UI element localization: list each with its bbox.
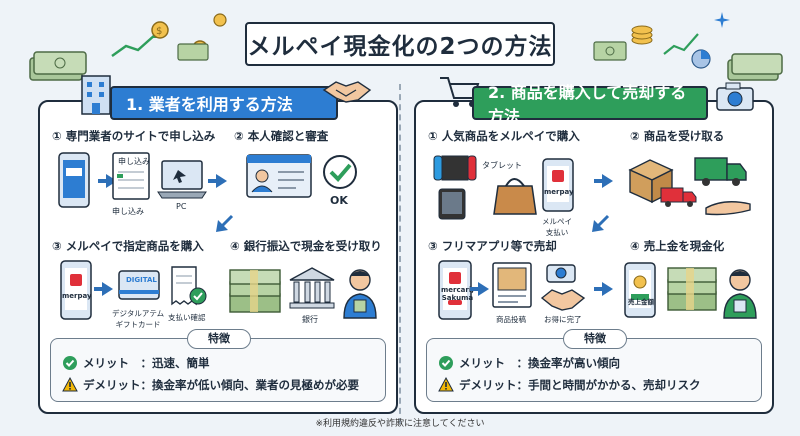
- title-box: メルペイ現金化の2つの方法: [245, 22, 555, 66]
- method2-step4: ④ 売上金を現金化: [630, 239, 725, 253]
- coin-icon: [213, 13, 227, 27]
- hand-receive-icon: [705, 201, 751, 216]
- pc-caption: PC: [176, 202, 187, 211]
- smartphone-pay-icon: [58, 152, 90, 208]
- arrow-icon: [208, 174, 227, 188]
- sparkle-icon: [714, 12, 730, 28]
- handshake-icon: [322, 81, 372, 103]
- ok-check-icon: [323, 155, 357, 189]
- money-bill-icon: [593, 41, 627, 61]
- method2-step3: ③ フリマアプリ等で売却: [428, 239, 557, 253]
- coin-icon: $: [151, 21, 169, 39]
- digital-gift-card-icon: [118, 270, 160, 300]
- merpay-pay-caption: メルペイ 支払い: [542, 217, 572, 237]
- page-title: メルペイ現金化の2つの方法: [247, 34, 553, 60]
- handbag-icon: [493, 178, 537, 215]
- tablet-caption: タブレット: [482, 161, 522, 170]
- down-left-arrow-icon: [216, 214, 234, 232]
- method2-panel: 2. 商品を購入して売却する方法 ① 人気商品をメルペイで購入 ② 商品を受け取…: [414, 77, 774, 414]
- warning-icon: [438, 376, 454, 392]
- features-tag: 特徴: [187, 329, 251, 349]
- bank-icon: [289, 267, 335, 309]
- method2-step1: ① 人気商品をメルペイで購入: [428, 129, 580, 143]
- game-console-icon: [433, 155, 477, 181]
- demerit-text: デメリット：手間と時間がかかる、売却リスク: [459, 378, 701, 392]
- method1-step2: ② 本人確認と審査: [234, 129, 329, 143]
- merit-row: メリット ：換金率が高い傾向: [439, 355, 620, 371]
- digital-label: DIGITAL: [126, 276, 157, 284]
- listing-caption: 商品投稿: [496, 315, 526, 324]
- digital-item-caption: デジタルアテム ギフトカード: [112, 309, 165, 329]
- merit-row: メリット ：迅速、簡単: [63, 355, 210, 371]
- merpay-phone-icon: [542, 158, 574, 212]
- merit-text: メリット ：迅速、簡単: [83, 356, 210, 370]
- coin-stack-icon: [631, 25, 653, 45]
- bank-caption: 銀行: [302, 315, 318, 324]
- pc-icon: [157, 160, 207, 199]
- arrow-icon: [98, 174, 117, 188]
- form-title: 申し込み: [118, 157, 150, 166]
- svg-text:$: $: [156, 26, 162, 37]
- method1-step4: ④ 銀行振込で現金を受け取り: [230, 239, 382, 253]
- method2-header: 2. 商品を購入して売却する方法: [472, 83, 708, 126]
- method1-header: 1. 業者を利用する方法: [110, 86, 338, 120]
- merpay-label: merpay: [62, 292, 92, 300]
- arrow-icon: [470, 282, 489, 296]
- money-bill-icon: [177, 43, 209, 61]
- method2-step2: ② 商品を受け取る: [630, 129, 725, 143]
- camera-icon: [546, 264, 576, 283]
- camera-icon: [716, 82, 754, 111]
- check-circle-icon: [63, 356, 77, 370]
- id-card-icon: [246, 154, 312, 198]
- merpay-label: merpay: [544, 188, 574, 196]
- method1-step3: ③ メルペイで指定商品を購入: [52, 239, 204, 253]
- listing-card-icon: [492, 262, 532, 308]
- ok-label: OK: [330, 194, 348, 207]
- method1-features: 特徴 メリット ：迅速、簡単 デメリット：換金率が低い傾向、業者の見極めが必要: [50, 329, 386, 402]
- sales-phone-icon: [624, 262, 656, 318]
- delivery-truck-icon: [660, 187, 697, 207]
- footnote: ※利用規約違反や詐欺に注意してください: [315, 419, 485, 429]
- features-tag: 特徴: [563, 329, 627, 349]
- sales-caption: 売上金額: [628, 298, 654, 306]
- payment-check-caption: 支払い確認: [168, 313, 206, 322]
- demerit-row: デメリット：手間と時間がかかる、売却リスク: [438, 376, 701, 393]
- complete-caption: お得に完了: [544, 315, 582, 324]
- demerit-text: デメリット：換金率が低い傾向、業者の見極めが必要: [83, 378, 359, 392]
- receipt-check-icon: [171, 266, 207, 306]
- arrow-icon: [594, 282, 613, 296]
- money-stack-icon: [727, 53, 783, 81]
- happy-person-icon: [723, 269, 757, 319]
- cash-stack-icon: [667, 267, 717, 311]
- down-left-arrow-icon: [592, 214, 610, 232]
- arrow-icon: [594, 174, 613, 188]
- warning-icon: [62, 376, 78, 392]
- building-icon: [81, 75, 111, 115]
- center-divider: [399, 84, 401, 424]
- application-form-icon: [112, 152, 150, 200]
- cash-stack-icon: [229, 269, 281, 313]
- tablet-icon: [438, 188, 466, 220]
- graph-up-icon: [663, 33, 699, 55]
- arrow-icon: [94, 282, 113, 296]
- mercari-phone-icon: [438, 260, 472, 320]
- delivery-truck-icon: [694, 157, 747, 186]
- handshake-icon: [540, 289, 586, 311]
- method1-step1: ① 専門業者のサイトで申し込み: [52, 129, 216, 143]
- package-box-icon: [628, 159, 674, 204]
- demerit-row: デメリット：換金率が低い傾向、業者の見極めが必要: [62, 376, 359, 393]
- merpay-phone-icon: [60, 260, 92, 320]
- merit-text: メリット ：換金率が高い傾向: [459, 356, 620, 370]
- pie-chart-icon: [691, 49, 711, 69]
- method1-panel: 1. 業者を利用する方法 ① 専門業者のサイトで申し込み ② 本人確認と審査 申…: [38, 75, 398, 414]
- mercari-label: mercari, Sakuma: [441, 286, 474, 302]
- coin-icon: [192, 40, 208, 56]
- form-caption: 申し込み: [112, 207, 144, 216]
- method2-features: 特徴 メリット ：換金率が高い傾向 デメリット：手間と時間がかかる、売却リスク: [426, 329, 762, 402]
- happy-person-icon: [343, 269, 377, 319]
- check-circle-icon: [439, 356, 453, 370]
- growth-chart-icon: [111, 30, 162, 58]
